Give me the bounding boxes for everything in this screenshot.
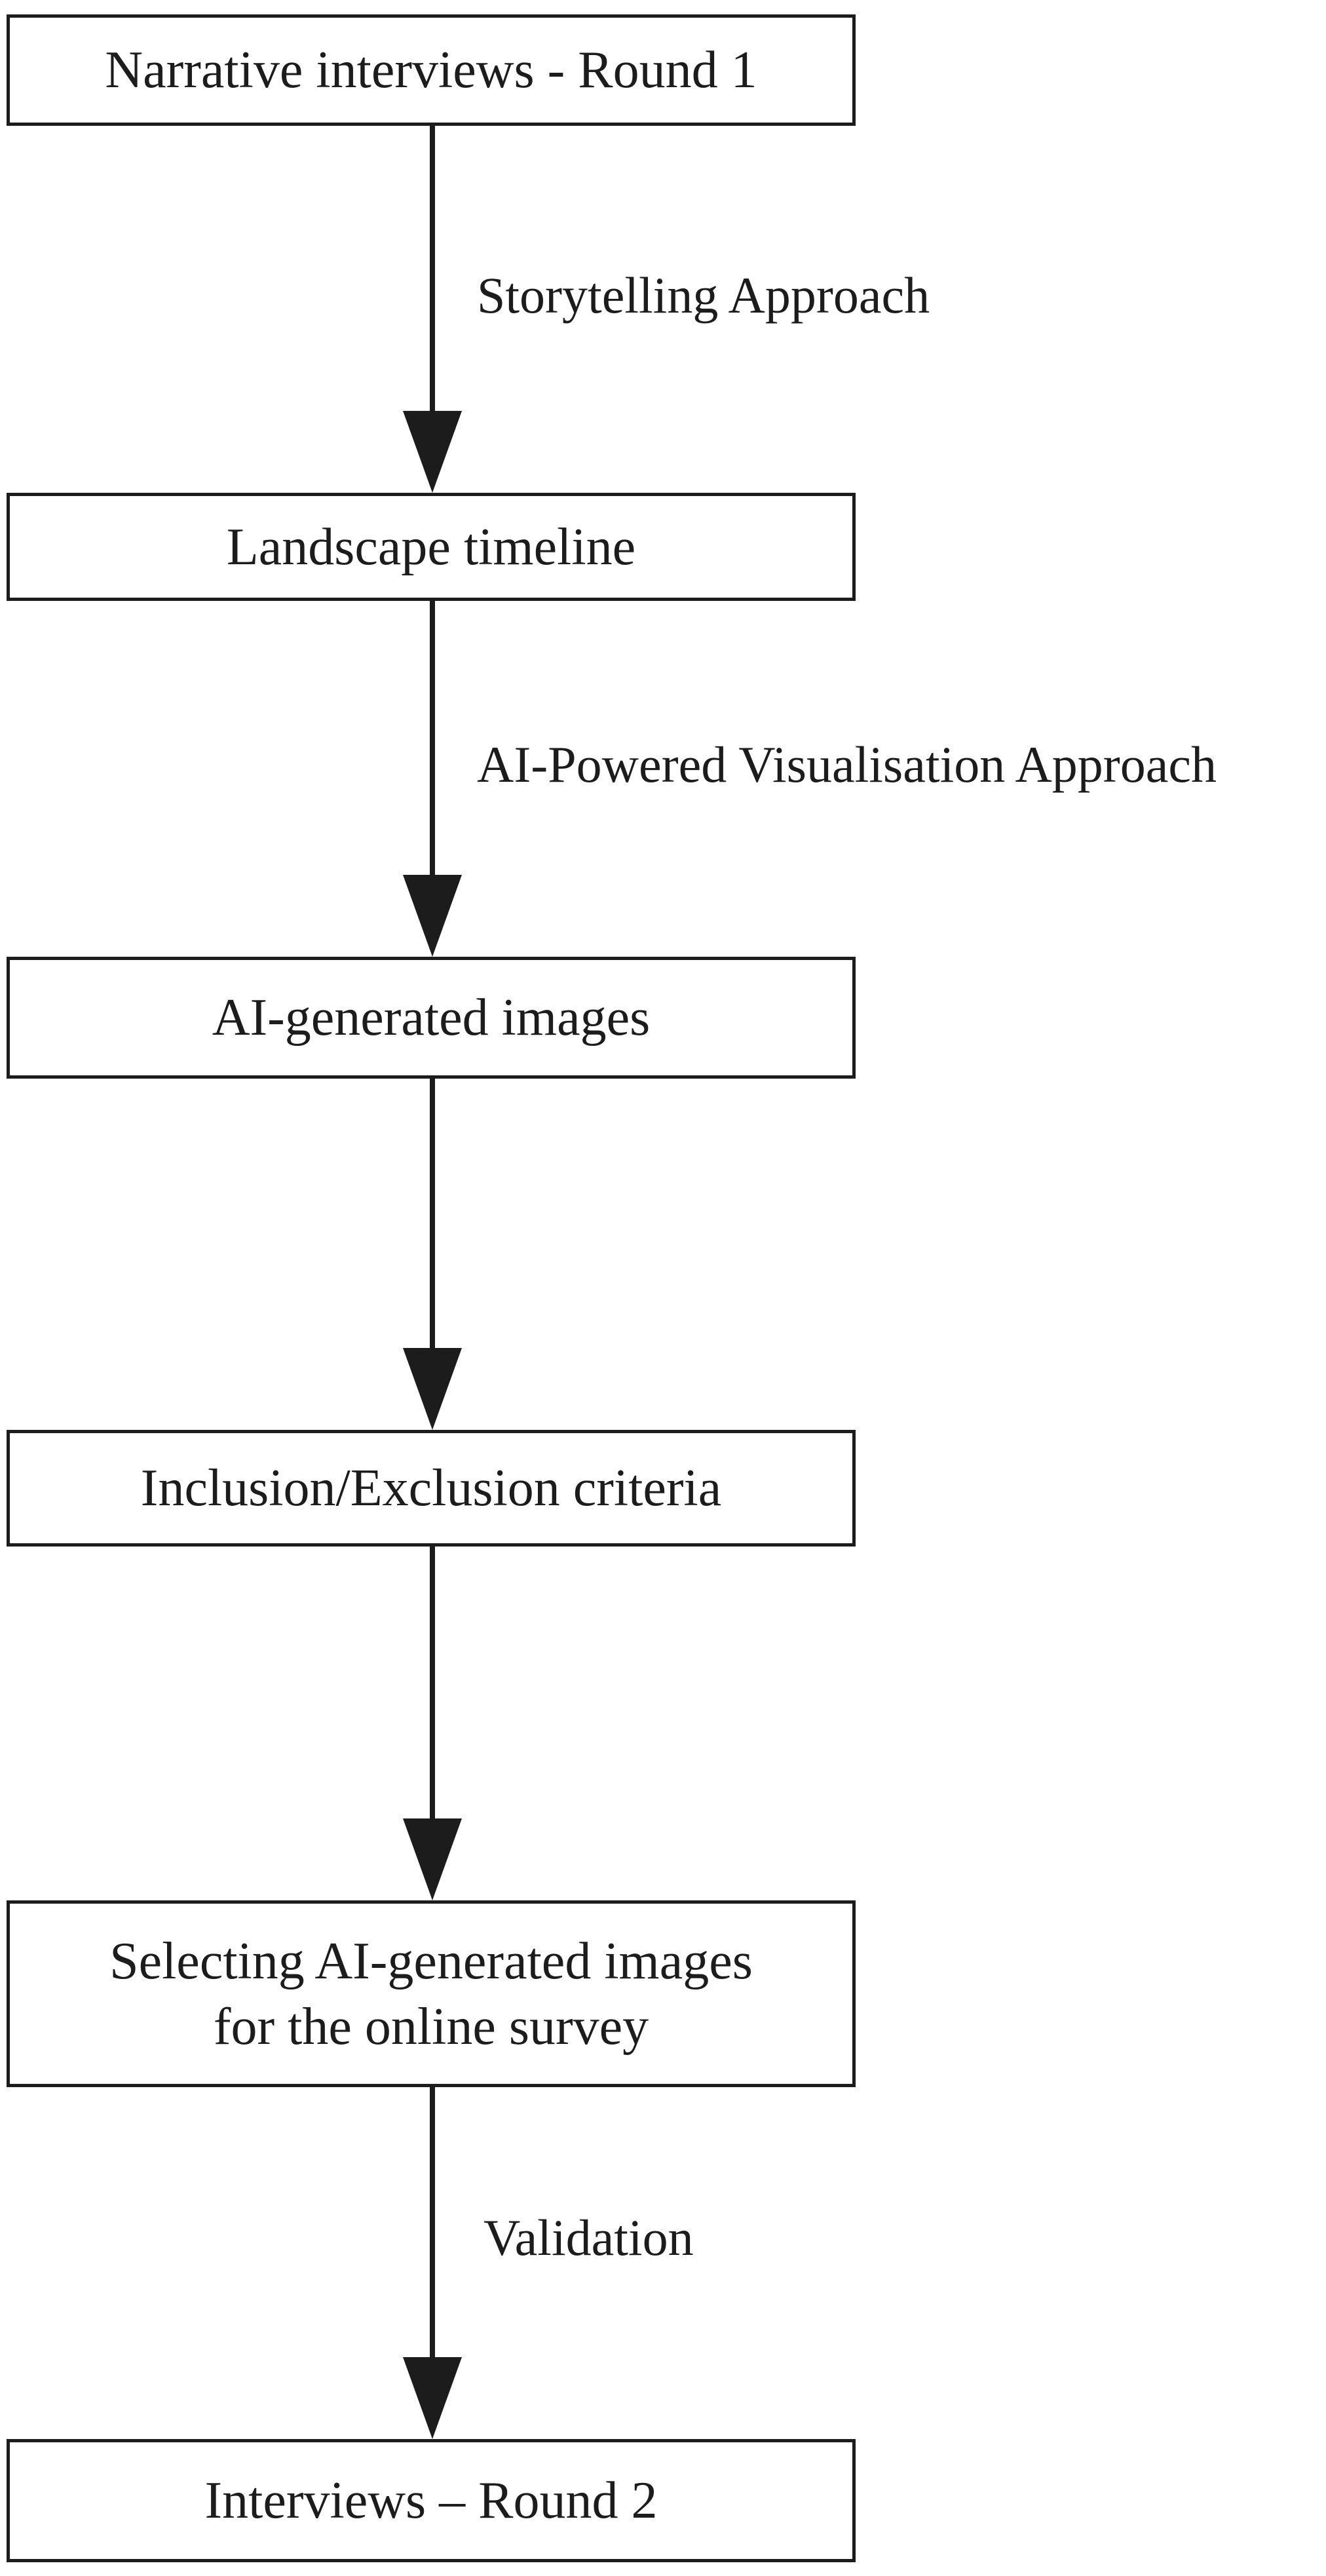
node-label: Interviews – Round 2 [204, 2472, 658, 2529]
arrow-shaft [430, 2087, 435, 2360]
node-label-line-2: for the online survey [213, 1997, 649, 2056]
arrow-shaft [430, 601, 435, 878]
node-label: Inclusion/Exclusion criteria [140, 1459, 722, 1517]
arrow-down-icon [403, 411, 462, 493]
arrow-down-icon [403, 1348, 462, 1430]
edge-label-ai-powered-visualisation-approach: AI-Powered Visualisation Approach [477, 736, 1217, 793]
node-selecting-ai-generated-images: Selecting AI-generated images for the on… [7, 1900, 856, 2087]
node-label-line-1: Selecting AI-generated images [109, 1932, 753, 1990]
arrow-shaft [430, 1079, 435, 1351]
arrow-down-icon [403, 2357, 462, 2439]
node-label: Narrative interviews - Round 1 [105, 41, 757, 99]
node-ai-generated-images: AI-generated images [7, 957, 856, 1079]
arrow-shaft [430, 126, 435, 414]
arrow-down-icon [403, 875, 462, 957]
node-landscape-timeline: Landscape timeline [7, 493, 856, 601]
edge-label-storytelling-approach: Storytelling Approach [477, 267, 930, 324]
node-narrative-interviews-round-1: Narrative interviews - Round 1 [7, 14, 856, 126]
node-label: Landscape timeline [226, 518, 636, 576]
node-interviews-round-2: Interviews – Round 2 [7, 2439, 856, 2562]
edge-label-validation: Validation [483, 2209, 694, 2266]
arrow-down-icon [403, 1818, 462, 1900]
node-label: AI-generated images [212, 989, 651, 1047]
node-inclusion-exclusion-criteria: Inclusion/Exclusion criteria [7, 1430, 856, 1547]
arrow-shaft [430, 1547, 435, 1822]
